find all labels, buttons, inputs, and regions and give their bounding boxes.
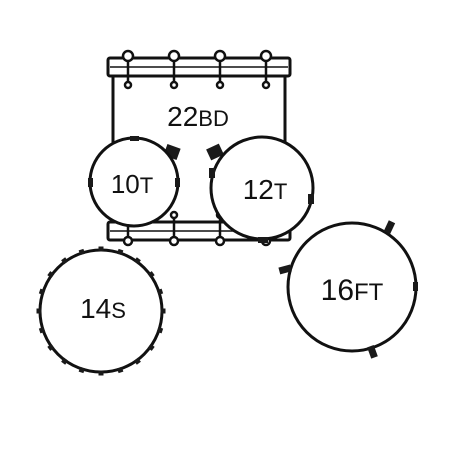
tom-12-lugs (209, 168, 314, 243)
snare-lugs (36, 246, 166, 376)
lug-icon (367, 344, 378, 359)
tom-12: 12T (209, 135, 315, 243)
lug-icon (38, 327, 46, 334)
lug-icon (147, 271, 155, 279)
lug-icon (78, 248, 85, 256)
bass-drum-label: 22BD (167, 101, 229, 132)
lug-icon (308, 194, 314, 204)
lug-icon (258, 237, 268, 243)
lug-icon (133, 357, 141, 365)
lug-icon (117, 248, 124, 256)
lug-icon (47, 343, 55, 351)
drum-kit: 22BD 10T (36, 49, 418, 376)
lug-icon (98, 370, 104, 376)
lug-icon (156, 288, 164, 295)
lug-icon (413, 282, 418, 291)
lug-icon (88, 178, 93, 187)
lug-icon (36, 308, 42, 314)
lug-icon (278, 264, 292, 275)
lug-icon (156, 327, 164, 334)
tom-10-lugs (88, 136, 180, 187)
lug-icon (175, 178, 180, 187)
lug-icon (133, 257, 141, 265)
lug-icon (147, 343, 155, 351)
lug-icon (61, 257, 69, 265)
tom-10-label: 10T (111, 169, 153, 199)
snare-drum: 14S (36, 246, 166, 376)
lug-icon (130, 136, 139, 141)
lug-icon (117, 366, 124, 374)
bass-drum-top-lugs (121, 49, 273, 90)
lug-icon (209, 168, 215, 178)
floor-tom: 16FT (278, 220, 418, 359)
lug-icon (168, 210, 180, 247)
floor-tom-label: 16FT (321, 274, 384, 307)
lug-icon (213, 49, 227, 90)
lug-icon (38, 288, 46, 295)
lug-icon (259, 49, 273, 90)
tom-12-label: 12T (243, 174, 288, 205)
tom-10: 10T (88, 136, 180, 228)
lug-icon (121, 49, 135, 90)
lug-icon (78, 366, 85, 374)
lug-icon (98, 246, 104, 252)
lug-icon (61, 357, 69, 365)
lug-icon (167, 49, 181, 90)
floor-tom-lugs (278, 220, 418, 359)
lug-icon (383, 220, 396, 235)
lug-icon (47, 271, 55, 279)
tom-mount-bracket-right (206, 143, 224, 161)
snare-label: 14S (80, 293, 126, 324)
lug-icon (160, 308, 166, 314)
